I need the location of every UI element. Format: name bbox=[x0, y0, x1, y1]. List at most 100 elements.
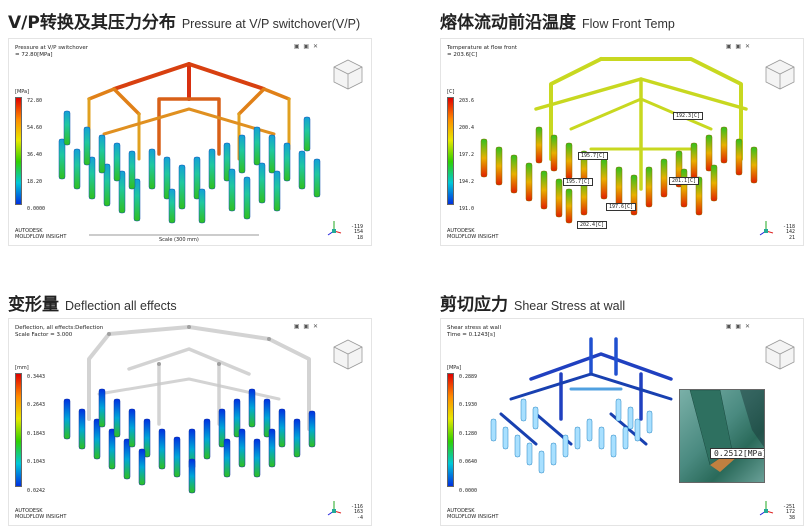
pressure-runner-model[interactable] bbox=[9, 39, 372, 246]
temp-callout: 201.1[C] bbox=[669, 177, 700, 185]
panel4-title-cn: 剪切应力 bbox=[440, 295, 508, 315]
panel2-window-controls[interactable]: ▣ ▣ ✕ bbox=[725, 43, 751, 50]
legend-tick: 203.6 bbox=[459, 98, 475, 104]
deflection-panel[interactable]: Deflection, all effects:Deflection Scale… bbox=[8, 318, 372, 526]
coord-z: 38 bbox=[788, 514, 795, 521]
panel2-legend: [C] 203.6 200.4 197.2 194.2 191.0 bbox=[447, 89, 474, 212]
panel2-info-line2: = 203.6[C] bbox=[447, 51, 478, 58]
panel1-title-en: Pressure at V/P switchover(V/P) bbox=[181, 17, 361, 31]
shear-inset-gate bbox=[689, 390, 764, 472]
panel1-brand: AUTODESK MOLDFLOW INSIGHT bbox=[15, 228, 66, 240]
panel3-legend: [mm] 0.3443 0.2643 0.1843 0.1043 0.0242 bbox=[15, 365, 45, 494]
legend-tick: 0.1280 bbox=[459, 431, 478, 437]
panel4-brand: AUTODESK MOLDFLOW INSIGHT bbox=[447, 508, 498, 520]
panel4-info: Shear stress at wall Time = 0.1243[s] bbox=[447, 325, 501, 338]
legend-tick: 194.2 bbox=[459, 179, 475, 185]
legend-tick: 36.40 bbox=[27, 152, 43, 158]
brand-line1: AUTODESK bbox=[15, 228, 43, 234]
coord-z: 21 bbox=[788, 234, 795, 241]
panel2-title-en: Flow Front Temp bbox=[582, 17, 675, 31]
legend-tick: 200.4 bbox=[459, 125, 475, 131]
panel3-info-line2: Scale Factor = 3.000 bbox=[15, 331, 73, 338]
legend-tick: 18.20 bbox=[27, 179, 43, 185]
panel3-viewcube-icon[interactable] bbox=[331, 337, 365, 371]
coord-y: 163 bbox=[353, 509, 363, 515]
coord-z: -4 bbox=[356, 514, 363, 521]
coord-y: 172 bbox=[785, 509, 795, 515]
panel2-info-line1: Temperature at flow front bbox=[447, 45, 518, 51]
legend-tick: 191.0 bbox=[459, 206, 475, 212]
brand-line2: MOLDFLOW INSIGHT bbox=[15, 514, 67, 520]
legend-tick: 0.0640 bbox=[459, 459, 478, 465]
panel4-coords: -251 172 38 bbox=[783, 504, 795, 522]
legend-tick: 0.3443 bbox=[27, 374, 46, 380]
coord-z: 18 bbox=[356, 234, 363, 241]
shear-stress-panel[interactable]: Shear stress at wall Time = 0.1243[s] ▣ … bbox=[440, 318, 804, 526]
shear-parts bbox=[490, 398, 653, 474]
coord-x: -118 bbox=[782, 223, 795, 230]
legend-tick: 54.60 bbox=[27, 125, 43, 131]
panel2-title-cn: 熔体流动前沿温度 bbox=[440, 13, 576, 33]
panel2-coords: -118 142 21 bbox=[782, 223, 795, 242]
panel3-info-line1: Deflection, all effects:Deflection bbox=[15, 325, 104, 331]
panel1-viewcube-icon[interactable] bbox=[331, 57, 365, 91]
panel3-window-controls[interactable]: ▣ ▣ ✕ bbox=[293, 323, 319, 330]
panel1-scale-label: Scale (300 mm) bbox=[159, 237, 199, 243]
panel3-coords: -116 163 -4 bbox=[351, 504, 363, 522]
brand-line2: MOLDFLOW INSIGHT bbox=[447, 234, 499, 240]
panel2-legend-colorbar bbox=[447, 97, 454, 205]
panel1-legend: [MPa] 72.80 54.60 36.40 18.20 0.0000 bbox=[15, 89, 45, 212]
brand-line2: MOLDFLOW INSIGHT bbox=[447, 514, 499, 520]
brand-line1: AUTODESK bbox=[447, 508, 475, 514]
panel4-info-line2: Time = 0.1243[s] bbox=[447, 331, 495, 338]
panel3-brand: AUTODESK MOLDFLOW INSIGHT bbox=[15, 508, 66, 520]
panel3-title-en: Deflection all effects bbox=[65, 299, 177, 313]
panel2-viewcube-icon[interactable] bbox=[763, 57, 797, 91]
panel4-legend-colorbar bbox=[447, 373, 454, 487]
panel4-legend: [MPa] 0.2889 0.1930 0.1280 0.0640 0.0000 bbox=[447, 365, 477, 494]
panel3-legend-colorbar bbox=[15, 373, 22, 487]
panel1-info: Pressure at V/P switchover = 72.80[MPa] bbox=[15, 45, 88, 58]
legend-tick: 0.2889 bbox=[459, 374, 478, 380]
panel4-legend-unit: [MPa] bbox=[447, 365, 462, 371]
panel4-title-en: Shear Stress at wall bbox=[514, 299, 626, 313]
brand-line1: AUTODESK bbox=[447, 228, 475, 234]
panel4-window-controls[interactable]: ▣ ▣ ✕ bbox=[725, 323, 751, 330]
brand-line2: MOLDFLOW INSIGHT bbox=[15, 234, 67, 240]
temp-callout: 197.6[C] bbox=[606, 203, 637, 211]
shear-runner-model[interactable] bbox=[441, 319, 804, 526]
panel4-axis-triad-icon bbox=[759, 501, 774, 516]
deflection-runner-model[interactable] bbox=[9, 319, 372, 526]
panel1-info-line2: = 72.80[MPa] bbox=[15, 51, 53, 58]
panel2-info: Temperature at flow front = 203.6[C] bbox=[447, 45, 517, 58]
panel3-axis-triad-icon bbox=[327, 501, 342, 516]
legend-tick: 0.2643 bbox=[27, 402, 46, 408]
shear-inset-callout: 0.2512[MPa] bbox=[710, 448, 764, 459]
temp-callout: 192.3[C] bbox=[673, 112, 704, 120]
brand-line1: AUTODESK bbox=[15, 508, 43, 514]
panel4-info-line1: Shear stress at wall bbox=[447, 325, 501, 331]
flow-front-temp-panel[interactable]: Temperature at flow front = 203.6[C] ▣ ▣… bbox=[440, 38, 804, 246]
coord-y: 142 bbox=[785, 229, 795, 235]
panel4-viewcube-icon[interactable] bbox=[763, 337, 797, 371]
panel1-coords: -119 154 18 bbox=[350, 223, 363, 242]
legend-tick: 72.80 bbox=[27, 98, 43, 104]
legend-tick: 0.0242 bbox=[27, 488, 46, 494]
temp-runner-model[interactable] bbox=[441, 39, 804, 246]
temp-callout: 195.7[C] bbox=[578, 152, 609, 160]
deflection-parts bbox=[63, 388, 316, 494]
panel3-info: Deflection, all effects:Deflection Scale… bbox=[15, 325, 103, 338]
panel2-heading: 熔体流动前沿温度 Flow Front Temp bbox=[440, 8, 675, 33]
legend-tick: 197.2 bbox=[459, 152, 475, 158]
legend-tick: 0.1930 bbox=[459, 402, 478, 408]
coord-x: -119 bbox=[350, 223, 363, 230]
panel4-heading: 剪切应力 Shear Stress at wall bbox=[440, 290, 625, 315]
panel1-axis-triad-icon bbox=[327, 221, 342, 236]
panel3-legend-unit: [mm] bbox=[15, 365, 29, 371]
panel1-legend-colorbar bbox=[15, 97, 22, 205]
panel2-brand: AUTODESK MOLDFLOW INSIGHT bbox=[447, 228, 498, 240]
pressure-panel[interactable]: Pressure at V/P switchover = 72.80[MPa] … bbox=[8, 38, 372, 246]
panel1-window-controls[interactable]: ▣ ▣ ✕ bbox=[293, 43, 319, 50]
